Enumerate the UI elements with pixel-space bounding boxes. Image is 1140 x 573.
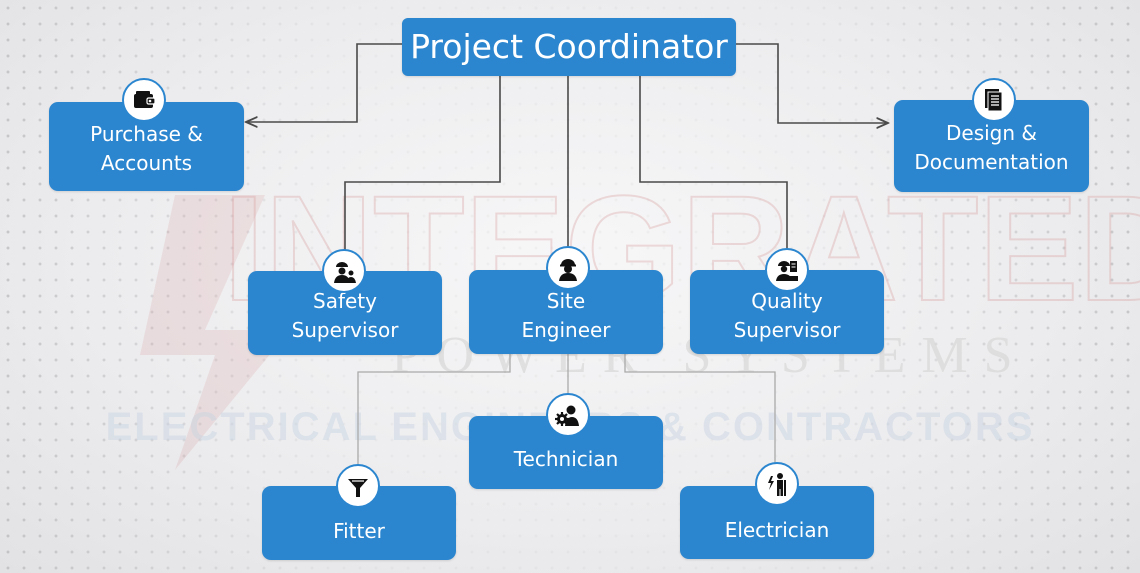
- node-label: Purchase & Accounts: [90, 121, 203, 175]
- node-fitter[interactable]: Fitter: [262, 486, 456, 560]
- node-label: Site Engineer: [521, 289, 611, 342]
- documents-icon: [972, 78, 1016, 122]
- inspector-icon: [765, 248, 809, 292]
- node-label: Project Coordinator: [410, 27, 728, 66]
- line-to-safety: [344, 76, 501, 255]
- technician-icon: [546, 393, 590, 437]
- node-label: Fitter: [333, 518, 385, 543]
- electrician-icon: [755, 462, 799, 506]
- line-to-purchase: [246, 43, 402, 122]
- node-electrician[interactable]: Electrician: [680, 486, 874, 559]
- funnel-icon: [336, 464, 380, 508]
- line-to-electrician: [624, 352, 776, 466]
- safety-workers-icon: [322, 249, 366, 293]
- line-to-quality: [639, 76, 788, 252]
- engineer-icon: [546, 246, 590, 290]
- line-to-design: [736, 43, 888, 123]
- line-to-fitter: [357, 352, 511, 465]
- wallet-icon: [122, 78, 166, 122]
- node-label: Safety Supervisor: [291, 289, 399, 342]
- node-label: Quality Supervisor: [733, 289, 841, 342]
- node-project-coordinator[interactable]: Project Coordinator: [402, 18, 736, 76]
- node-label: Design & Documentation: [914, 121, 1069, 174]
- node-label: Electrician: [724, 518, 830, 542]
- node-label: Technician: [513, 447, 619, 471]
